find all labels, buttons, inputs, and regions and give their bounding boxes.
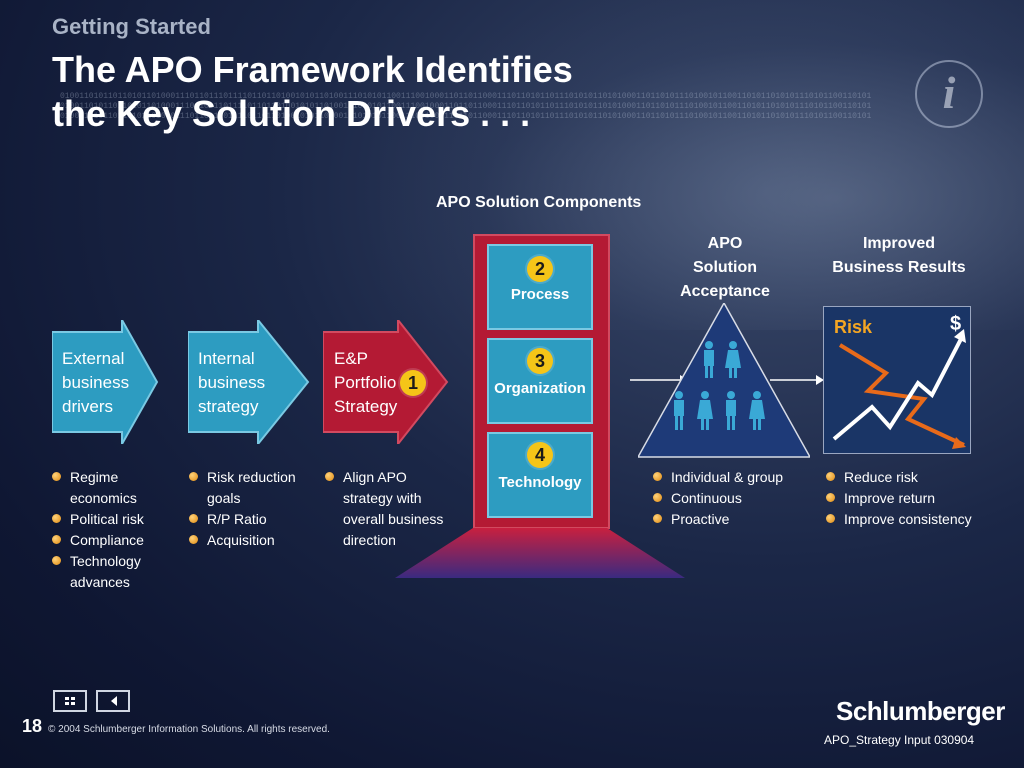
- bullet-icon: [52, 535, 61, 544]
- components-title: APO Solution Components: [436, 194, 642, 211]
- document-id: APO_Strategy Input 030904: [824, 733, 975, 747]
- slide-number: 18: [22, 716, 43, 736]
- bullet-icon: [189, 472, 198, 481]
- organization-box: 3 Organization: [487, 338, 593, 424]
- connector-arrow-results: [770, 375, 824, 385]
- bullet-icon: [52, 556, 61, 565]
- internal-strategy-bullets: Risk reduction goals R/P Ratio Acquisiti…: [189, 467, 314, 551]
- acceptance-bullets: Individual & group Continuous Proactive: [653, 467, 803, 530]
- section-kicker: Getting Started: [52, 14, 211, 39]
- results-bullets: Reduce risk Improve return Improve consi…: [826, 467, 996, 530]
- acceptance-heading: APO Solution Acceptance: [680, 235, 770, 300]
- risk-label: Risk: [834, 317, 873, 337]
- list-item: Improve return: [826, 488, 996, 509]
- portfolio-bullets: Align APO strategy with overall business…: [325, 467, 450, 551]
- external-drivers-bullets: Regime economics Political risk Complian…: [52, 467, 162, 593]
- bullet-icon: [189, 535, 198, 544]
- pedestal-base: [395, 528, 685, 578]
- binary-overlay: 0100110101101101011010001110110111011110…: [60, 92, 872, 121]
- external-drivers-label: External business drivers: [62, 349, 130, 416]
- bullet-icon: [653, 493, 662, 502]
- list-item: Compliance: [52, 530, 162, 551]
- bullet-icon: [826, 493, 835, 502]
- number-badge-3: 3: [527, 348, 553, 374]
- list-item: Align APO strategy with overall business…: [325, 467, 450, 551]
- list-item: Political risk: [52, 509, 162, 530]
- copyright-text: © 2004 Schlumberger Information Solution…: [48, 724, 330, 735]
- title-line-2: the Key Solution Drivers . . .: [52, 93, 531, 134]
- portfolio-strategy-arrow: [323, 320, 449, 444]
- list-item: Improve consistency: [826, 509, 996, 530]
- bullet-icon: [52, 514, 61, 523]
- bullet-icon: [826, 514, 835, 523]
- internal-strategy-label: Internal business strategy: [198, 349, 266, 416]
- home-nav-button[interactable]: [53, 690, 87, 712]
- process-box: 2 Process: [487, 244, 593, 330]
- bullet-icon: [325, 472, 334, 481]
- number-badge-4: 4: [527, 442, 553, 468]
- list-item: Regime economics: [52, 467, 162, 509]
- results-heading: Improved Business Results: [832, 235, 966, 276]
- internal-strategy-arrow: [188, 320, 310, 444]
- list-item: Individual & group: [653, 467, 803, 488]
- portfolio-strategy-label: E&P Portfolio Strategy: [334, 349, 398, 416]
- information-icon[interactable]: i: [915, 60, 983, 128]
- list-item: R/P Ratio: [189, 509, 314, 530]
- bullet-icon: [653, 514, 662, 523]
- bullet-icon: [826, 472, 835, 481]
- external-drivers-arrow: [52, 320, 159, 444]
- number-badge-2: 2: [527, 256, 553, 282]
- acceptance-pyramid: [638, 303, 810, 458]
- bullet-icon: [653, 472, 662, 481]
- technology-label: Technology: [498, 474, 582, 491]
- brand-logo: Schlumberger: [836, 696, 1005, 726]
- dollar-label: $: [950, 313, 962, 335]
- number-badge-1: 1: [400, 370, 426, 396]
- grid-icon: [65, 697, 75, 705]
- bullet-icon: [189, 514, 198, 523]
- list-item: Risk reduction goals: [189, 467, 314, 509]
- organization-label: Organization: [494, 380, 586, 397]
- risk-return-lines: [832, 329, 966, 449]
- business-results-box: Risk $: [823, 306, 971, 454]
- list-item: Acquisition: [189, 530, 314, 551]
- list-item: Technology advances: [52, 551, 162, 593]
- page-title: The APO Framework Identifies the Key Sol…: [52, 48, 672, 136]
- back-arrow-icon: [111, 696, 117, 706]
- list-item: Reduce risk: [826, 467, 996, 488]
- title-line-1: The APO Framework Identifies: [52, 49, 573, 90]
- technology-box: 4 Technology: [487, 432, 593, 518]
- process-label: Process: [510, 286, 570, 303]
- list-item: Proactive: [653, 509, 803, 530]
- bullet-icon: [52, 472, 61, 481]
- back-nav-button[interactable]: [96, 690, 130, 712]
- list-item: Continuous: [653, 488, 803, 509]
